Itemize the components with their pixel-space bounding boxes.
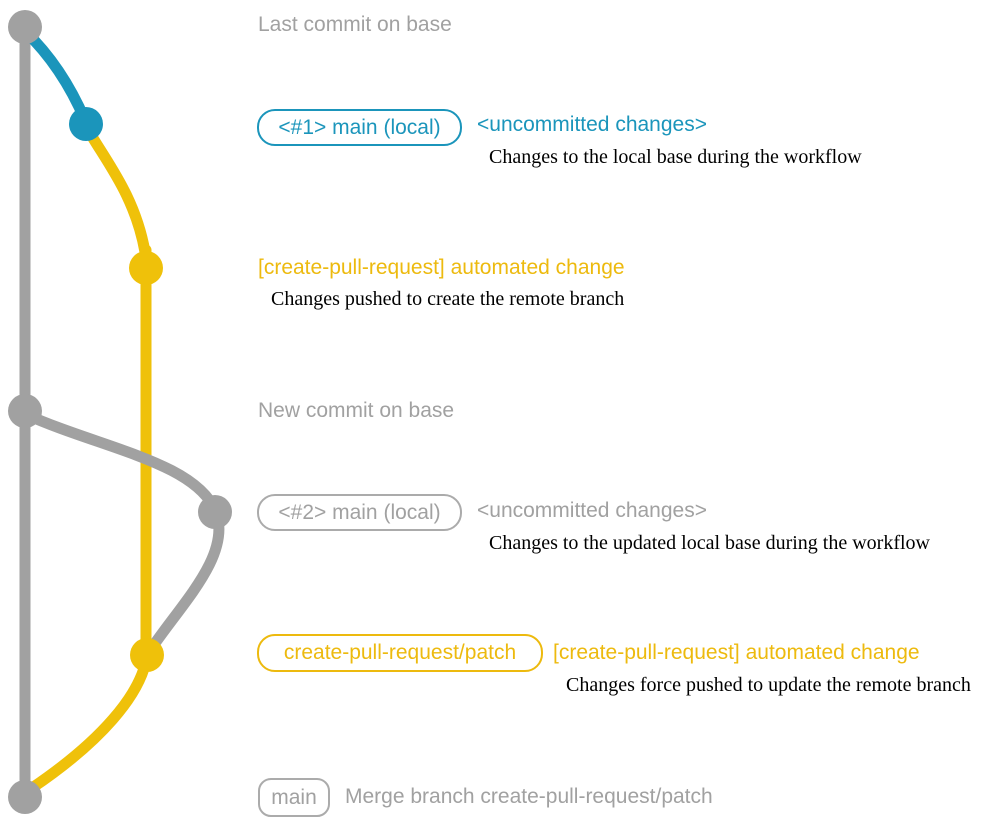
caption-updated-local-base-changes: Changes to the updated local base during… xyxy=(489,532,930,554)
commit-dot-automated-change-2 xyxy=(130,638,164,672)
commit-dot-uncommitted-1 xyxy=(69,107,103,141)
label-new-commit-on-base: New commit on base xyxy=(258,399,455,422)
commit-dot-last-base xyxy=(8,10,42,44)
label-automated-change-1: [create-pull-request] automated change xyxy=(258,256,625,279)
label-last-commit-on-base: Last commit on base xyxy=(258,13,452,36)
commit-dot-uncommitted-2 xyxy=(198,495,232,529)
branch-badge-main-local-1: <#1> main (local) xyxy=(257,109,462,146)
push-edge-yellow xyxy=(81,122,151,258)
label-automated-change-2: [create-pull-request] automated change xyxy=(553,641,920,664)
updated-local-changes-edge-gray xyxy=(19,408,225,658)
commit-dot-new-base xyxy=(8,394,42,428)
merge-edge-yellow xyxy=(26,650,153,794)
label-uncommitted-changes-2: <uncommitted changes> xyxy=(477,499,707,522)
commit-dot-automated-change-1 xyxy=(129,251,163,285)
branch-badge-create-pull-request-patch: create-pull-request/patch xyxy=(257,634,543,672)
commit-dot-merge xyxy=(8,780,42,814)
local-changes-edge-blue xyxy=(19,25,91,126)
label-uncommitted-changes-1: <uncommitted changes> xyxy=(477,113,707,136)
branch-badge-main-local-2: <#2> main (local) xyxy=(257,494,462,531)
caption-changes-pushed: Changes pushed to create the remote bran… xyxy=(271,288,625,310)
branch-badge-main: main xyxy=(258,778,330,817)
label-merge-branch: Merge branch create-pull-request/patch xyxy=(345,785,713,808)
caption-local-base-changes: Changes to the local base during the wor… xyxy=(489,146,862,168)
caption-changes-force-pushed: Changes force pushed to update the remot… xyxy=(566,674,971,696)
